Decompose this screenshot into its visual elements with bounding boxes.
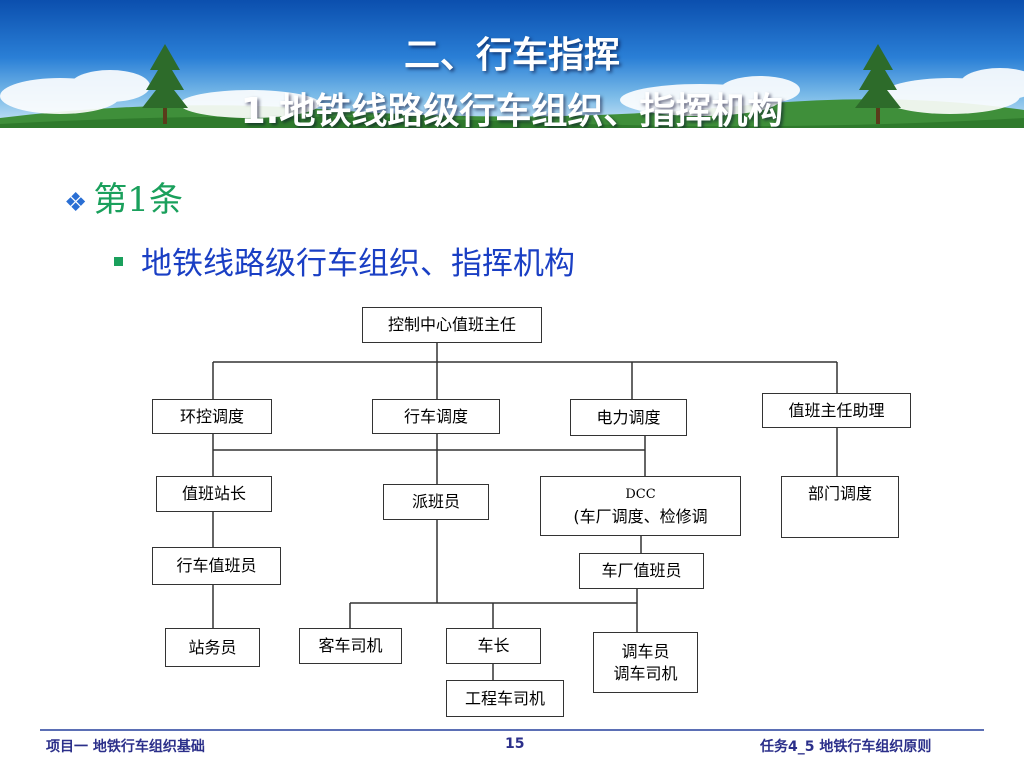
dcc-subtitle: (车厂调度、检修调: [573, 507, 708, 526]
slide-subtitle: 1.地铁线路级行车组织、指挥机构: [240, 91, 784, 128]
box-dcc: DCC (车厂调度、检修调: [540, 476, 741, 536]
bullet-level1: ❖第1条: [64, 172, 183, 221]
tree-icon: [855, 44, 901, 124]
diamond-bullet-icon: ❖: [64, 188, 88, 218]
shunter-line1: 调车员: [621, 641, 670, 661]
footer-project: 项目一 地铁行车组织基础: [46, 739, 205, 755]
bullet-level2: 地铁线路级行车组织、指挥机构: [114, 238, 575, 283]
box-power-dispatch: 电力调度: [570, 399, 687, 436]
square-bullet-icon: [114, 257, 123, 266]
bullet-level1-text: 第1条: [93, 180, 183, 220]
box-shunting-staff: 调车员 调车司机: [593, 632, 698, 693]
header-landscape: [0, 44, 1024, 128]
box-station-master: 值班站长: [156, 476, 272, 512]
box-engineering-vehicle-driver: 工程车司机: [446, 680, 564, 717]
bullet-level2-text: 地铁线路级行车组织、指挥机构: [141, 246, 575, 282]
page-number: 15: [505, 736, 525, 752]
dcc-title: DCC: [625, 487, 656, 502]
box-train-conductor: 车长: [446, 628, 541, 664]
box-passenger-train-driver: 客车司机: [299, 628, 402, 664]
box-depot-duty-officer: 车厂值班员: [579, 553, 704, 589]
box-dispatcher: 派班员: [383, 484, 489, 520]
footer-task: 任务4_5 地铁行车组织原则: [760, 739, 932, 755]
box-env-control-dispatch: 环控调度: [152, 399, 272, 434]
box-station-duty-officer: 行车值班员: [152, 547, 281, 585]
box-control-center-director: 控制中心值班主任: [362, 307, 542, 343]
slide-title: 二、行车指挥: [403, 35, 620, 76]
tree-icon: [142, 44, 188, 124]
box-director-assistant: 值班主任助理: [762, 393, 911, 428]
box-traffic-dispatch: 行车调度: [372, 399, 500, 434]
shunter-line2: 调车司机: [613, 663, 678, 683]
box-department-dispatch: 部门调度: [781, 476, 899, 538]
footer-divider: [40, 729, 984, 731]
box-station-staff: 站务员: [165, 628, 260, 667]
slide-header: 二、行车指挥 1.地铁线路级行车组织、指挥机构: [0, 0, 1024, 128]
